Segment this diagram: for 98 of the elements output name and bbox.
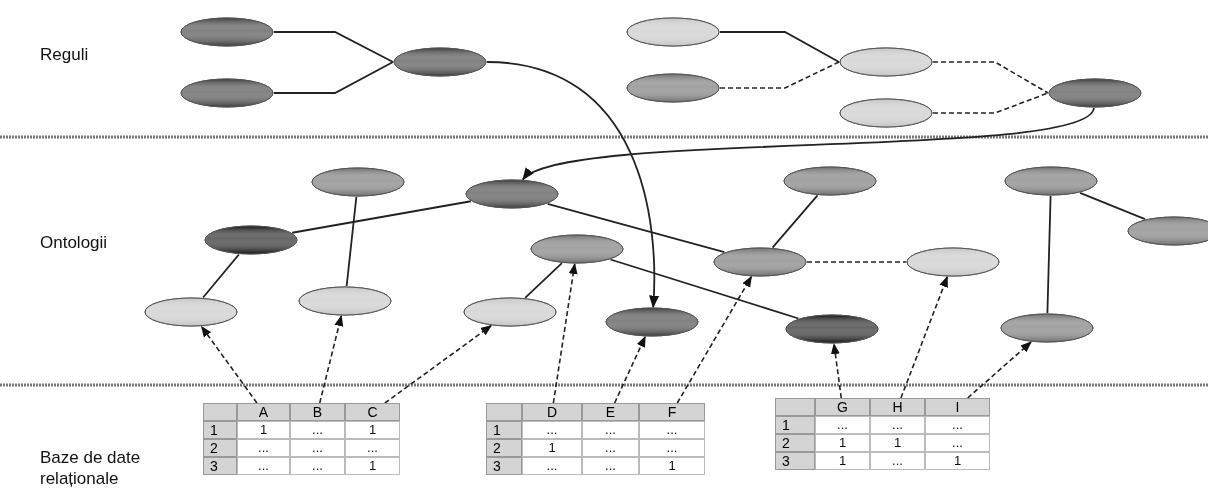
ellipse-node <box>311 167 405 197</box>
table-cell: ... <box>522 457 582 475</box>
ellipse-node <box>393 47 487 77</box>
arrow <box>486 61 659 309</box>
arrow <box>676 275 753 404</box>
connector-line <box>719 31 840 63</box>
column-header: E <box>582 403 639 421</box>
row-number: 3 <box>486 457 522 475</box>
connector-line <box>345 196 358 287</box>
arrow <box>552 262 578 404</box>
table-cell: ... <box>639 439 705 457</box>
ellipse-node <box>463 297 557 327</box>
column-header: F <box>639 403 705 421</box>
connector-line <box>202 253 240 299</box>
ellipse-node <box>713 247 807 277</box>
table-cell: ... <box>582 421 639 439</box>
arrow <box>966 341 1032 399</box>
table-cell: 1 <box>815 434 870 452</box>
table-cell: ... <box>870 416 925 434</box>
arrow <box>384 324 492 404</box>
row-number: 2 <box>203 439 237 457</box>
layer-label: Baze de date relaționale <box>40 447 142 489</box>
connector-line <box>771 194 819 249</box>
ellipse-node <box>1127 216 1208 246</box>
table-cell: ... <box>870 452 925 470</box>
ellipse-node <box>530 234 624 264</box>
row-number: 1 <box>486 421 522 439</box>
table-cell: ... <box>290 421 345 439</box>
table-cell: ... <box>290 439 345 457</box>
ellipse-node <box>180 17 274 47</box>
table-cell: 1 <box>237 421 290 439</box>
table-cell: 1 <box>345 457 400 475</box>
ellipse-node <box>180 78 274 108</box>
ellipse-node <box>1000 313 1094 343</box>
row-number: 2 <box>775 434 815 452</box>
arrow <box>613 335 646 404</box>
column-header: G <box>815 398 870 416</box>
ellipse-node <box>839 98 933 128</box>
table-cell: ... <box>639 421 705 439</box>
table-cell: ... <box>925 416 990 434</box>
table-cell: ... <box>582 439 639 457</box>
table-cell: ... <box>290 457 345 475</box>
table-cell: ... <box>815 416 870 434</box>
connector-line <box>291 200 472 234</box>
connector-line <box>932 92 1049 114</box>
table-cell: 1 <box>639 457 705 475</box>
connector-line <box>546 202 726 254</box>
table-cell: ... <box>522 421 582 439</box>
ellipse-node <box>839 47 933 77</box>
column-header: A <box>237 403 290 421</box>
connector-line <box>524 262 563 299</box>
row-number: 1 <box>775 416 815 434</box>
table-cell: ... <box>925 434 990 452</box>
connector-line <box>609 258 800 320</box>
arrow <box>900 275 949 399</box>
ellipse-node <box>298 286 392 316</box>
layer-label: Ontologii <box>40 232 109 253</box>
ellipse-node <box>626 17 720 47</box>
arrow <box>200 325 258 404</box>
column-header: D <box>522 403 582 421</box>
row-number: 1 <box>203 421 237 439</box>
column-header: H <box>870 398 925 416</box>
connector-line <box>273 31 394 63</box>
column-header: B <box>290 403 345 421</box>
column-header: C <box>345 403 400 421</box>
connector-line <box>1046 195 1052 314</box>
row-number: 2 <box>486 439 522 457</box>
connector-line <box>1079 191 1146 221</box>
layer-label: Reguli <box>40 44 90 65</box>
connector-line <box>273 61 394 94</box>
table-cell: 1 <box>815 452 870 470</box>
table-cell: 1 <box>925 452 990 470</box>
ellipse-node <box>906 247 1000 277</box>
row-number: 3 <box>203 457 237 475</box>
ellipse-node <box>785 314 879 344</box>
connector-line <box>932 61 1049 94</box>
table-cell: 1 <box>522 439 582 457</box>
connector-line <box>806 261 907 263</box>
ellipse-node <box>465 179 559 209</box>
arrow <box>318 314 344 404</box>
ellipse-node <box>204 225 298 255</box>
ellipse-node <box>783 166 877 196</box>
ellipse-node <box>144 297 238 327</box>
ellipse-node <box>605 307 699 337</box>
table-cell: 1 <box>345 421 400 439</box>
table-cell: ... <box>237 457 290 475</box>
table-cell: ... <box>582 457 639 475</box>
ellipse-node <box>1048 78 1142 108</box>
table-cell: 1 <box>870 434 925 452</box>
arrow <box>830 342 843 399</box>
table-cell: ... <box>237 439 290 457</box>
table-cell: ... <box>345 439 400 457</box>
ellipse-node <box>626 73 720 103</box>
arrow <box>521 107 1095 181</box>
row-number: 3 <box>775 452 815 470</box>
ellipse-node <box>1004 166 1098 196</box>
column-header: I <box>925 398 990 416</box>
connector-line <box>719 61 840 89</box>
